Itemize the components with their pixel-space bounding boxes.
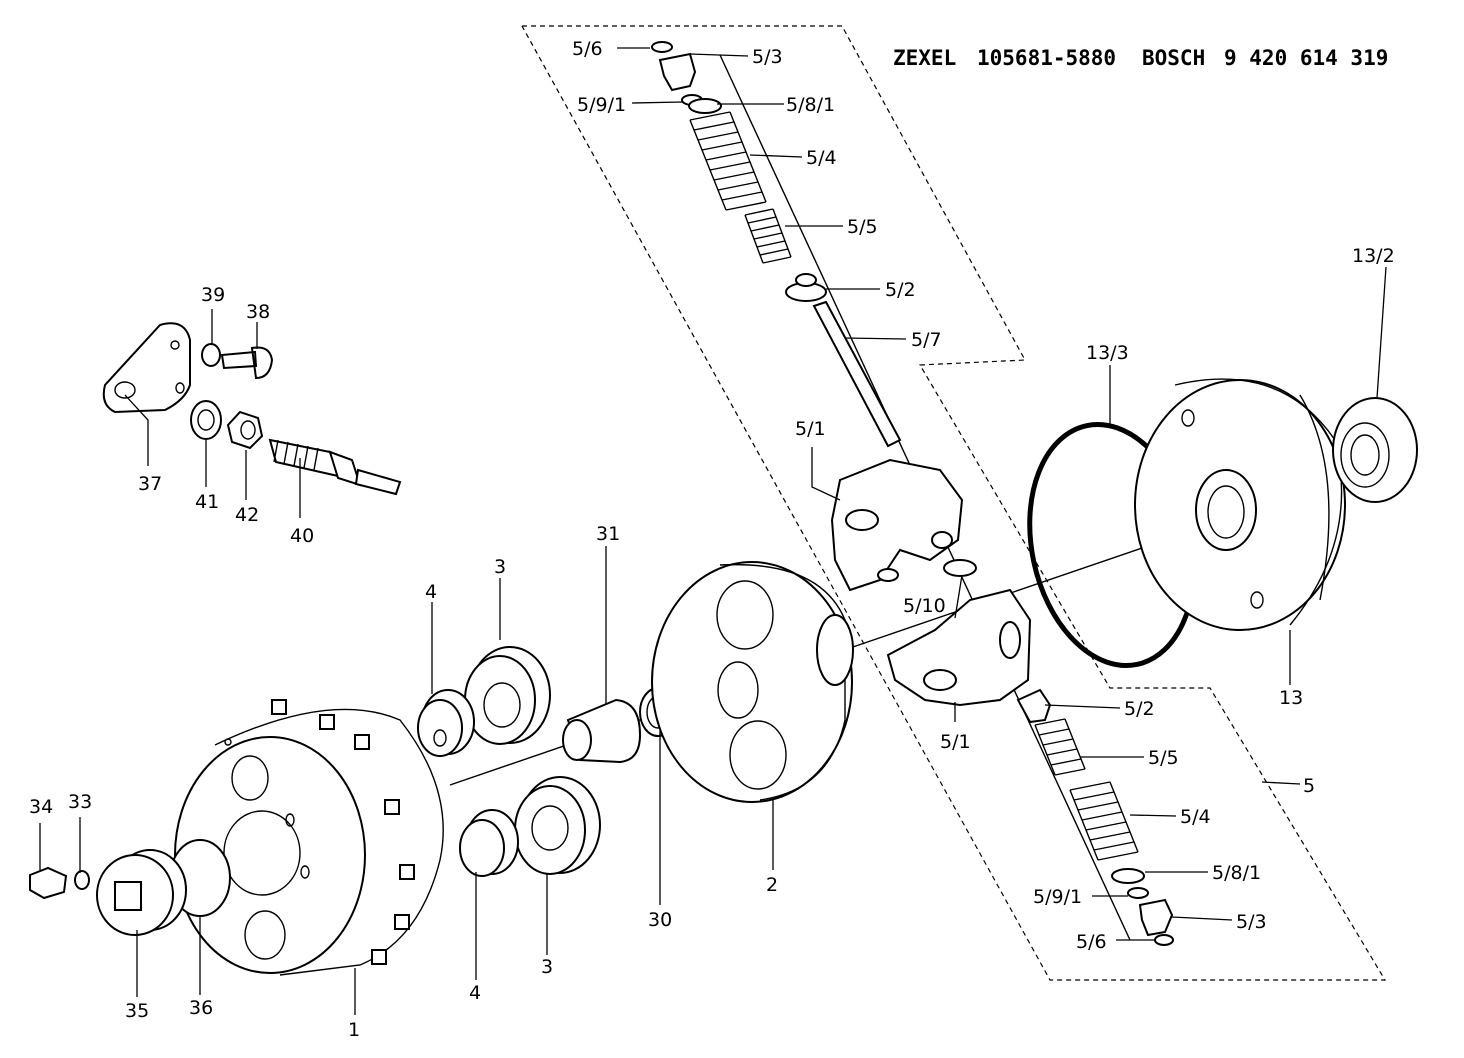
label-1: 1 bbox=[348, 1019, 360, 1041]
washer-33 bbox=[74, 870, 90, 890]
washer-39 bbox=[201, 343, 221, 367]
label-2: 2 bbox=[766, 874, 778, 896]
plug-35 bbox=[96, 849, 187, 936]
label-39: 39 bbox=[201, 284, 225, 306]
label-34: 34 bbox=[29, 796, 53, 818]
label-5-4-top: 5/4 bbox=[806, 147, 837, 169]
label-4-top: 4 bbox=[425, 581, 437, 603]
rod-5-7 bbox=[812, 300, 902, 448]
top-valve-stack bbox=[651, 41, 902, 448]
label-5-5-bottom: 5/5 bbox=[1148, 747, 1179, 769]
label-5: 5 bbox=[1303, 775, 1315, 797]
label-5-9-1-top: 5/9/1 bbox=[577, 94, 626, 116]
valve-seat-5-3-bottom bbox=[1138, 898, 1174, 937]
header-code-zexel: 105681-5880 bbox=[977, 46, 1116, 70]
label-13: 13 bbox=[1279, 687, 1303, 709]
label-13-3: 13/3 bbox=[1086, 342, 1129, 364]
spring-5-4-bottom bbox=[1069, 781, 1139, 861]
label-3-bottom: 3 bbox=[541, 956, 553, 978]
bolt-38 bbox=[220, 346, 274, 380]
washer-5-8-1-top bbox=[688, 98, 722, 114]
label-37: 37 bbox=[138, 473, 162, 495]
pump-block-5-1-bottom bbox=[886, 588, 1032, 707]
clip-5-6-bottom bbox=[1154, 934, 1174, 946]
label-5-8-1-bottom: 5/8/1 bbox=[1212, 862, 1261, 884]
spring-seat-5-2-bottom bbox=[1016, 688, 1052, 724]
label-5-9-1-bottom: 5/9/1 bbox=[1033, 886, 1082, 908]
pump-plate-2 bbox=[651, 561, 854, 803]
washer-5-9-1-bottom bbox=[1127, 887, 1149, 899]
header-brand-zexel: ZEXEL bbox=[893, 46, 956, 70]
label-38: 38 bbox=[246, 301, 270, 323]
label-5-3-top: 5/3 bbox=[752, 46, 783, 68]
clip-5-6-top bbox=[651, 41, 673, 53]
label-5-3-bottom: 5/3 bbox=[1236, 911, 1267, 933]
label-5-1-bottom: 5/1 bbox=[940, 731, 971, 753]
pump-block-5-1-top bbox=[830, 458, 964, 592]
label-13-2: 13/2 bbox=[1352, 245, 1395, 267]
coupling-31 bbox=[562, 698, 642, 764]
assembly-5-boundary bbox=[521, 25, 1387, 981]
label-3-top: 3 bbox=[494, 556, 506, 578]
label-36: 36 bbox=[189, 997, 213, 1019]
label-5-7: 5/7 bbox=[911, 329, 942, 351]
label-5-10: 5/10 bbox=[903, 595, 946, 617]
bottom-valve-stack bbox=[1016, 688, 1174, 946]
sleeve-4-bottom bbox=[459, 809, 519, 877]
spring-5-4-top bbox=[689, 111, 767, 211]
part-labels: 5/6 5/3 5/9/1 5/8/1 5/4 5/5 5/2 5/7 5/1 … bbox=[29, 38, 1395, 1041]
header-code-bosch: 9 420 614 319 bbox=[1224, 46, 1388, 70]
cover-13 bbox=[1134, 378, 1346, 631]
label-5-6-top: 5/6 bbox=[572, 38, 603, 60]
spring-5-5-top bbox=[744, 208, 792, 264]
label-5-6-bottom: 5/6 bbox=[1076, 931, 1107, 953]
valve-seat-5-3-top bbox=[658, 52, 697, 92]
label-35: 35 bbox=[125, 1000, 149, 1022]
label-30: 30 bbox=[648, 909, 672, 931]
washer-5-8-1-bottom bbox=[1111, 868, 1145, 884]
sleeve-4-top bbox=[417, 689, 475, 757]
bracket-37 bbox=[102, 322, 191, 414]
label-5-2-bottom: 5/2 bbox=[1124, 698, 1155, 720]
label-5-8-1-top: 5/8/1 bbox=[786, 94, 835, 116]
label-31: 31 bbox=[596, 523, 620, 545]
bearing-13-2 bbox=[1332, 397, 1418, 503]
label-33: 33 bbox=[68, 791, 92, 813]
washer-5-10 bbox=[943, 559, 977, 577]
label-42: 42 bbox=[235, 504, 259, 526]
label-5-4-bottom: 5/4 bbox=[1180, 806, 1211, 828]
header-brand-bosch: BOSCH bbox=[1142, 46, 1205, 70]
header: ZEXEL 105681-5880 BOSCH 9 420 614 319 bbox=[893, 46, 1388, 70]
label-5-1-top: 5/1 bbox=[795, 418, 826, 440]
leader-lines bbox=[39, 47, 1387, 1015]
label-4-bottom: 4 bbox=[469, 982, 481, 1004]
bushing-3-top bbox=[464, 646, 551, 745]
screw-34 bbox=[29, 866, 68, 900]
label-41: 41 bbox=[195, 491, 219, 513]
label-40: 40 bbox=[290, 525, 314, 547]
housing-1 bbox=[174, 699, 444, 976]
spring-5-5-bottom bbox=[1034, 718, 1086, 776]
nut-42 bbox=[226, 410, 264, 450]
bushing-3-bottom bbox=[514, 776, 601, 875]
label-5-2-top: 5/2 bbox=[885, 279, 916, 301]
sensor-40 bbox=[268, 438, 402, 496]
label-5-5-top: 5/5 bbox=[847, 216, 878, 238]
washer-41 bbox=[190, 400, 222, 440]
